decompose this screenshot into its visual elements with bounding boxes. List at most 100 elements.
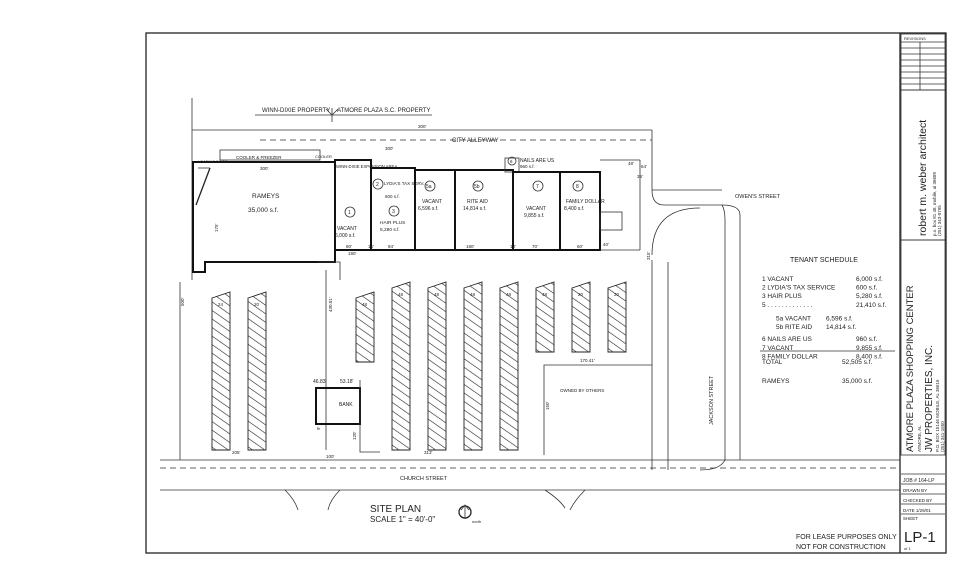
tenant-rameys-value: 35,000 s.f. — [842, 378, 873, 385]
dim-alley-2: 300' — [385, 146, 394, 151]
dim-rameys-depth: 175' — [214, 223, 219, 232]
tenant-row-label: 7 VACANT — [762, 345, 793, 352]
unit-id-1: 1 — [348, 210, 351, 216]
parking-row — [427, 281, 447, 451]
property-line-labels: WINN-DIXIE PROPERTY ATMORE PLAZA S.C. PR… — [255, 108, 432, 122]
dim-d170: 170.41' — [580, 358, 595, 363]
unit-id-6: 6 — [510, 159, 513, 164]
owens-street: OWEN'S STREET — [651, 130, 781, 460]
dim-d9: 9' — [316, 426, 321, 430]
bank-label: BANK — [339, 402, 353, 408]
unit-name-5b: RITE AID — [467, 199, 488, 205]
building-row: COOLER & FREEZER LOADING DOCK COOLER 300… — [192, 149, 647, 273]
unit-area-5b: 14,814 s.f. — [463, 206, 486, 212]
note-line-2: NOT FOR CONSTRUCTION — [796, 544, 886, 551]
unit-area-7: 9,855 s.f. — [524, 213, 545, 219]
site-plan-heading: SITE PLAN — [370, 504, 421, 515]
parking-count: 20 — [578, 292, 584, 297]
tenant-row-area: 6,000 s.f. — [856, 276, 883, 283]
tenant-row-label: 5b RITE AID — [776, 324, 812, 331]
unit-area-8: 8,400 s.f. — [564, 206, 585, 212]
tenant-row-area: 21,410 s.f. — [856, 302, 887, 309]
owner-name: JW PROPERTIES, INC. — [924, 345, 935, 452]
dim-d60: 60' — [577, 244, 583, 249]
sheet-of: of 1 — [904, 546, 911, 551]
parking-count: 48 — [434, 292, 440, 297]
parking-count: 20 — [614, 292, 620, 297]
tenant-row-label: 8 FAMILY DOLLAR — [762, 353, 818, 360]
dim-d64: 64' — [641, 164, 647, 169]
unit-marker-3 — [388, 205, 400, 217]
tenant-row-area: 8,400 s.f. — [856, 353, 883, 360]
date-label: DATE 1/29/01 — [903, 508, 931, 513]
unit-marker-2 — [372, 178, 384, 190]
church-street-label: CHURCH STREET — [400, 476, 448, 482]
rameys-area: 35,000 s.f. — [248, 207, 279, 214]
revision-table — [901, 41, 945, 90]
unit-name-1: VACANT — [337, 226, 357, 232]
tenant-row-area: 14,814 s.f. — [826, 324, 857, 331]
parking-row — [463, 281, 483, 451]
dim-rameys-width: 300' — [260, 166, 269, 171]
dim-d70: 70' — [532, 244, 538, 249]
parking-count: 48 — [362, 302, 368, 307]
unit-marker-1 — [344, 206, 356, 218]
tenant-row-label: 1 VACANT — [762, 276, 793, 283]
parking-row — [607, 281, 627, 353]
unit-marker-6 — [507, 156, 517, 166]
architect-address: p.o. box 81 48, mobile, al 36689 — [932, 171, 937, 236]
tenant-row-area: 600 s.f. — [856, 285, 878, 292]
unit-area-1: 6,000 s.f. — [335, 233, 356, 239]
jackson-street: JACKSON STREET — [651, 260, 715, 470]
parking-row — [571, 281, 591, 353]
parking-count: 48 — [470, 292, 476, 297]
dim-d35: 35' — [637, 174, 643, 179]
title-block: REVISIONS robert m. weber architect p.o.… — [900, 33, 946, 551]
checked-by-label: CHECKED BY — [903, 498, 932, 503]
architect-name: robert m. weber architect — [917, 120, 929, 236]
tenant-row-area: 9,855 s.f. — [856, 345, 883, 352]
parking-count: 20 — [254, 302, 260, 307]
unit-id-5b: 5b — [474, 184, 480, 190]
unit-name-6: NAILS ARE US — [520, 158, 555, 164]
revisions-label: REVISIONS — [904, 36, 926, 41]
north-label: north — [472, 519, 481, 524]
unit-marker-5a — [424, 180, 436, 192]
dim-d500: 500' — [180, 297, 185, 306]
winn-dixie-property-label: WINN-DIXIE PROPERTY — [262, 108, 330, 114]
cooler-freezer-label: COOLER & FREEZER — [236, 155, 282, 160]
note-line-1: FOR LEASE PURPOSES ONLY — [796, 534, 897, 541]
dim-d180: 180' — [466, 244, 475, 249]
dim-d4683: 46.83' — [313, 379, 327, 385]
tenant-row-label: 2 LYDIA'S TAX SERVICE — [762, 285, 836, 292]
dim-d120: 120' — [352, 431, 357, 440]
parking-row — [355, 291, 375, 363]
unit-id-5a: 5a — [426, 184, 432, 190]
parking-count: 24 — [218, 302, 224, 307]
unit-name-7: VACANT — [526, 206, 546, 212]
unit-area-5a: 6,596 s.f. — [418, 206, 439, 212]
unit-area-6: 960 s.f. — [520, 164, 535, 169]
unit-area-3: 5,280 s.f. — [380, 227, 400, 233]
project-city: ATMORE, AL — [917, 425, 922, 452]
unit-id-8: 8 — [576, 184, 579, 190]
dim-d5318: 53.18' — [340, 379, 354, 385]
dim-d84: 84' — [388, 244, 394, 249]
unit-id-3: 3 — [392, 209, 395, 215]
tenant-total-value: 52,505 s.f. — [842, 359, 873, 366]
jackson-street-label: JACKSON STREET — [709, 375, 715, 425]
winn-dixie-expansion-label: WINN-DIXIE EXPANSION AREA — [336, 164, 397, 169]
dim-d190: 190' — [348, 251, 357, 256]
dim-d15: 15' — [368, 244, 374, 249]
rameys-name: RAMEYS — [252, 193, 280, 200]
atmore-plaza-property-label: ATMORE PLAZA S.C. PROPERTY — [337, 108, 430, 114]
owner-address: P.O. BOX 15146 MOBILE, AL 36616 — [935, 379, 940, 452]
tenant-row-area: 6,596 s.f. — [826, 316, 853, 323]
unit-name-8: FAMILY DOLLAR — [566, 199, 605, 205]
unit-name-5a: VACANT — [422, 199, 442, 205]
tenant-row-label: 5a VACANT — [776, 316, 811, 323]
drawn-by-label: DRAWN BY — [903, 488, 927, 493]
parking-row — [535, 281, 555, 353]
dim-d18: 18' — [510, 244, 516, 249]
